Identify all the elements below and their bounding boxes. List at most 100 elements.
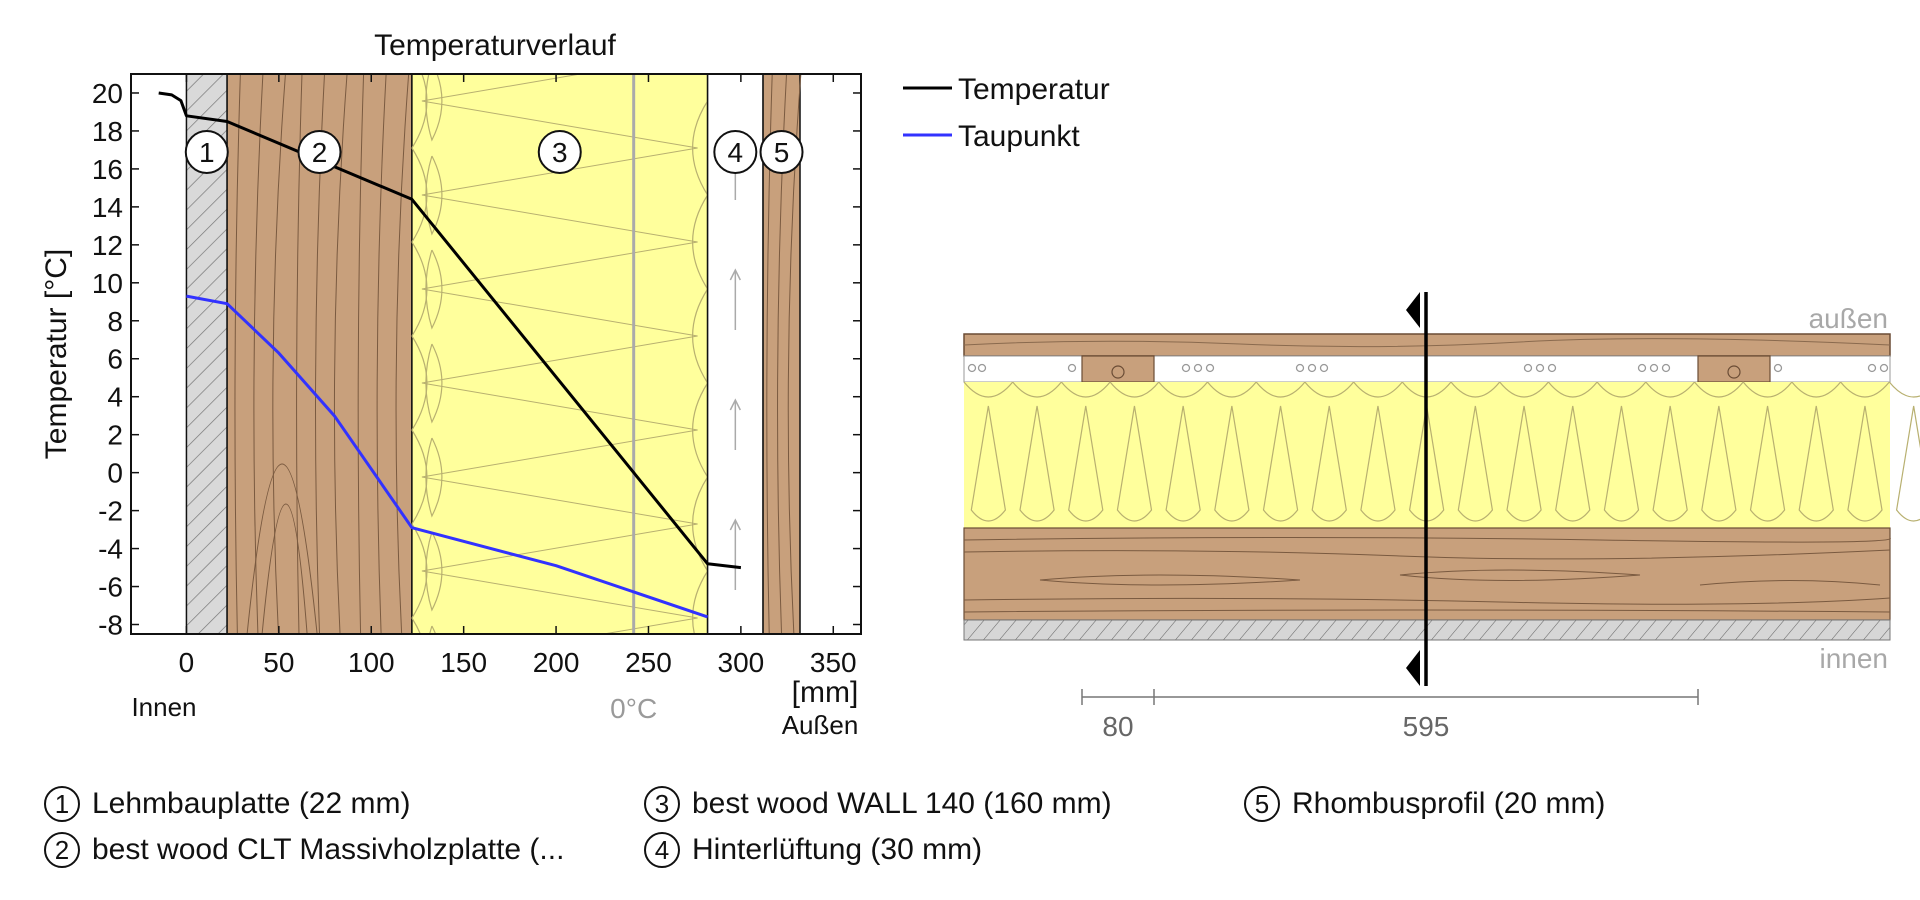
section-gap-dots [967, 363, 1889, 373]
outside-label: Außen [782, 710, 859, 740]
layer-marker-number: 4 [728, 137, 744, 168]
airflow-arrowhead [729, 518, 741, 531]
insulation-wave [1499, 381, 1549, 522]
x-axis-unit-label: [mm] [792, 676, 859, 709]
legend-label-dewpoint: Taupunkt [958, 120, 1080, 153]
grain-line [376, 74, 387, 634]
insulation-loop-inner [425, 531, 443, 612]
layer-marker-circle [713, 130, 758, 174]
insulation-loop [692, 194, 709, 290]
y-tick-label: 16 [92, 154, 123, 185]
insulation-wave [1694, 381, 1744, 522]
layer-marker-4: 4 [713, 130, 758, 174]
layer-legend-label: Lehmbauplatte (22 mm) [92, 787, 411, 820]
insulation-loop [692, 382, 709, 478]
section-dimension-595: 595 [1403, 711, 1450, 742]
insulation-wave [1450, 381, 1501, 522]
y-tick-label: 20 [92, 78, 123, 109]
layer-marker-circle [184, 130, 229, 174]
layer-legend: 1 Lehmbauplatte (22 mm) 2 best wood CLT … [40, 780, 1920, 890]
section-cut-arrow-top [1406, 292, 1420, 328]
insulation-wave [1742, 381, 1793, 522]
zero-line-label: 0°C [610, 693, 657, 724]
y-tick-label: 14 [92, 192, 123, 223]
insulation-loop [411, 523, 428, 619]
layer-marker-circle [297, 130, 342, 174]
grain-line [357, 74, 365, 634]
insulation-loop [411, 429, 428, 525]
chart-legend: Temperatur Taupunkt [903, 73, 1110, 153]
insulation-wave [1840, 381, 1890, 522]
insulation-wave [1791, 381, 1842, 522]
layer-marker-circle [759, 130, 804, 174]
insulation-loop [411, 335, 428, 431]
insulation-loop [693, 665, 708, 759]
insulation-loop-inner [425, 155, 443, 236]
x-tick-label: 250 [625, 647, 672, 678]
temperature-curve [158, 91, 742, 570]
insulation-loop [411, 241, 428, 337]
legend-label-temperature: Temperatur [958, 73, 1110, 106]
section-clt-grain [963, 537, 1891, 613]
layer-legend-item-5: 5 Rhombusprofil (20 mm) [1244, 786, 1605, 822]
insulation-loop-inner [425, 249, 443, 330]
insulation-diagonal [421, 194, 698, 243]
x-tick-label: 50 [263, 647, 294, 678]
y-axis-label: Temperatur [°C] [40, 249, 73, 459]
insulation-diagonal [421, 429, 698, 478]
grain-line [253, 74, 264, 634]
layer-number-badge: 1 [44, 786, 80, 822]
inside-label: Innen [131, 692, 196, 722]
section-batten-2-knot [1727, 365, 1741, 379]
section-cut-arrow-bottom [1406, 650, 1420, 686]
insulation-diagonal [421, 570, 698, 619]
insulation-wave [1012, 381, 1062, 522]
layer-marker-circle [537, 130, 582, 174]
plot-frame [130, 73, 862, 635]
insulation-loop-inner [425, 74, 443, 142]
layer-legend-item-3: 3 best wood WALL 140 (160 mm) [644, 786, 1112, 822]
insulation-wave [963, 381, 1014, 522]
layer-legend-item-4: 4 Hinterlüftung (30 mm) [644, 832, 982, 868]
section-label-inside: innen [1819, 643, 1888, 674]
layer-number-badge: 5 [1244, 786, 1280, 822]
insulation-loop [411, 147, 428, 243]
y-tick-label: 2 [107, 420, 123, 451]
y-tick-label: -2 [98, 496, 123, 527]
x-tick-label: 150 [440, 647, 487, 678]
insulation-loop [692, 476, 709, 572]
airflow-arrowhead [729, 398, 741, 411]
y-tick-label: 12 [92, 230, 123, 261]
insulation-diagonal [421, 288, 698, 337]
cross-section-drawing: außen innen 80 595 [963, 292, 1920, 742]
y-tick-label: -8 [98, 610, 123, 641]
layer-number-badge: 2 [44, 832, 80, 868]
insulation-diagonal [600, 617, 698, 634]
grain-arc [246, 463, 318, 634]
y-tick-label: -6 [98, 572, 123, 603]
layer-legend-label: best wood WALL 140 (160 mm) [692, 787, 1112, 820]
insulation-loop-inner [425, 343, 443, 424]
layer-marker-1: 1 [184, 130, 229, 174]
insulation-wave [1304, 381, 1355, 522]
insulation-diagonal [421, 74, 584, 102]
insulation-wave [1547, 381, 1598, 522]
insulation-wave [1888, 381, 1920, 522]
x-tick-label: 0 [179, 647, 195, 678]
x-tick-label: 200 [533, 647, 580, 678]
insulation-wave [1158, 381, 1208, 522]
grain-line [333, 74, 348, 634]
insulation-loop-inner [425, 437, 443, 518]
layer-marker-3: 3 [537, 130, 582, 174]
insulation-wave [1255, 381, 1306, 522]
insulation-diagonal [421, 335, 698, 384]
grain-line [395, 74, 410, 634]
section-batten-1-knot [1111, 365, 1125, 379]
y-tick-label: 4 [107, 382, 123, 413]
y-tick-label: 10 [92, 268, 123, 299]
layer-number-badge: 4 [644, 832, 680, 868]
insulation-loop [692, 570, 709, 634]
x-tick-label: 350 [810, 647, 857, 678]
